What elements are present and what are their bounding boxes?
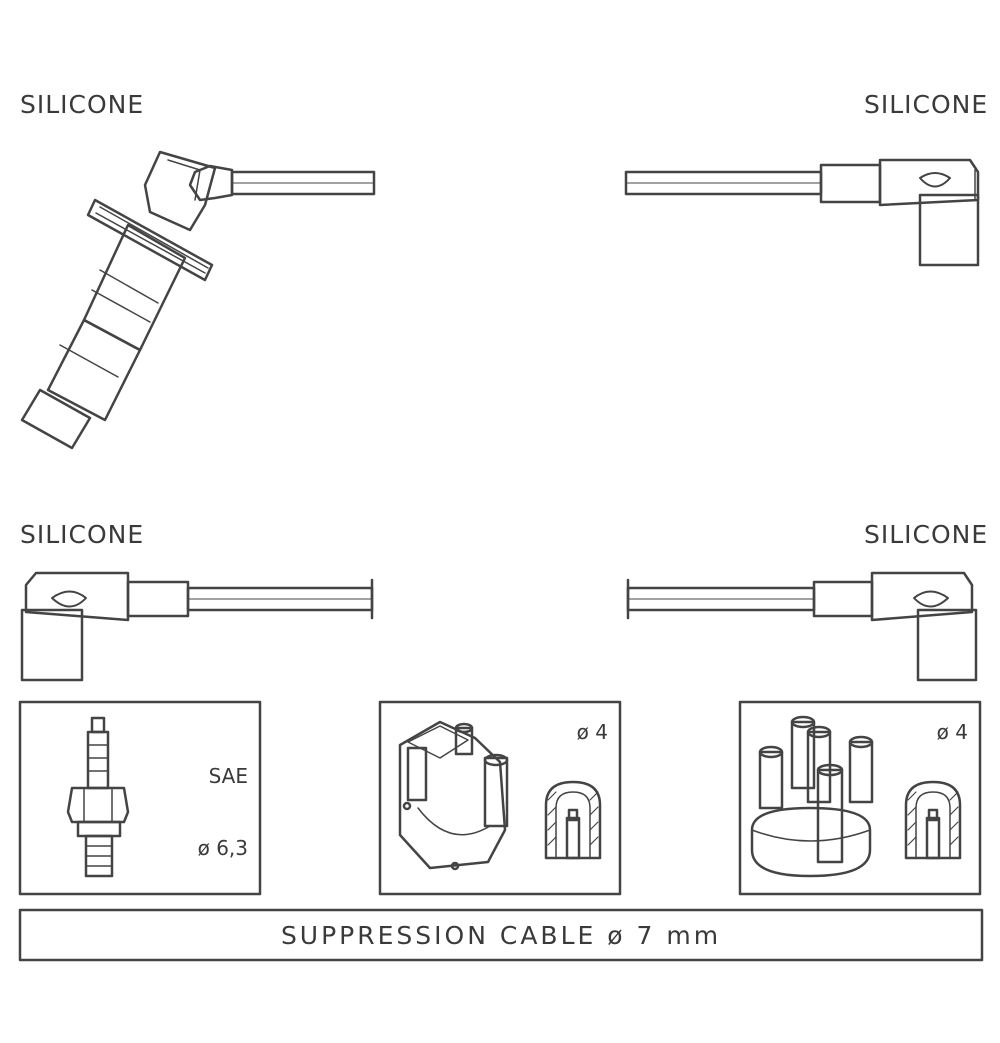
suppression-cable-bar (18, 908, 984, 962)
label-top-right: SILICONE (864, 90, 989, 119)
angled-boot-mid-right (626, 571, 978, 682)
suppression-cable-label: SUPPRESSION CABLE ø 7 mm (280, 920, 722, 950)
angled-boot-mid-left (20, 571, 374, 682)
straight-boot-top-left (20, 150, 376, 450)
spark-plug-standard-label: SAE ø 6,3 (170, 716, 248, 884)
spark-plug-diameter: ø 6,3 (197, 836, 248, 860)
label-top-left: SILICONE (20, 90, 145, 119)
label-mid-right: SILICONE (864, 520, 989, 549)
panel-distributor (738, 700, 982, 896)
coil-diameter-label: ø 4 (576, 720, 608, 744)
panel-spark-plug (18, 700, 262, 896)
label-mid-left: SILICONE (20, 520, 145, 549)
panel-coil (378, 700, 622, 896)
angled-boot-top-right (624, 158, 980, 267)
distributor-diameter-label: ø 4 (936, 720, 968, 744)
spark-plug-standard: SAE (208, 764, 248, 788)
